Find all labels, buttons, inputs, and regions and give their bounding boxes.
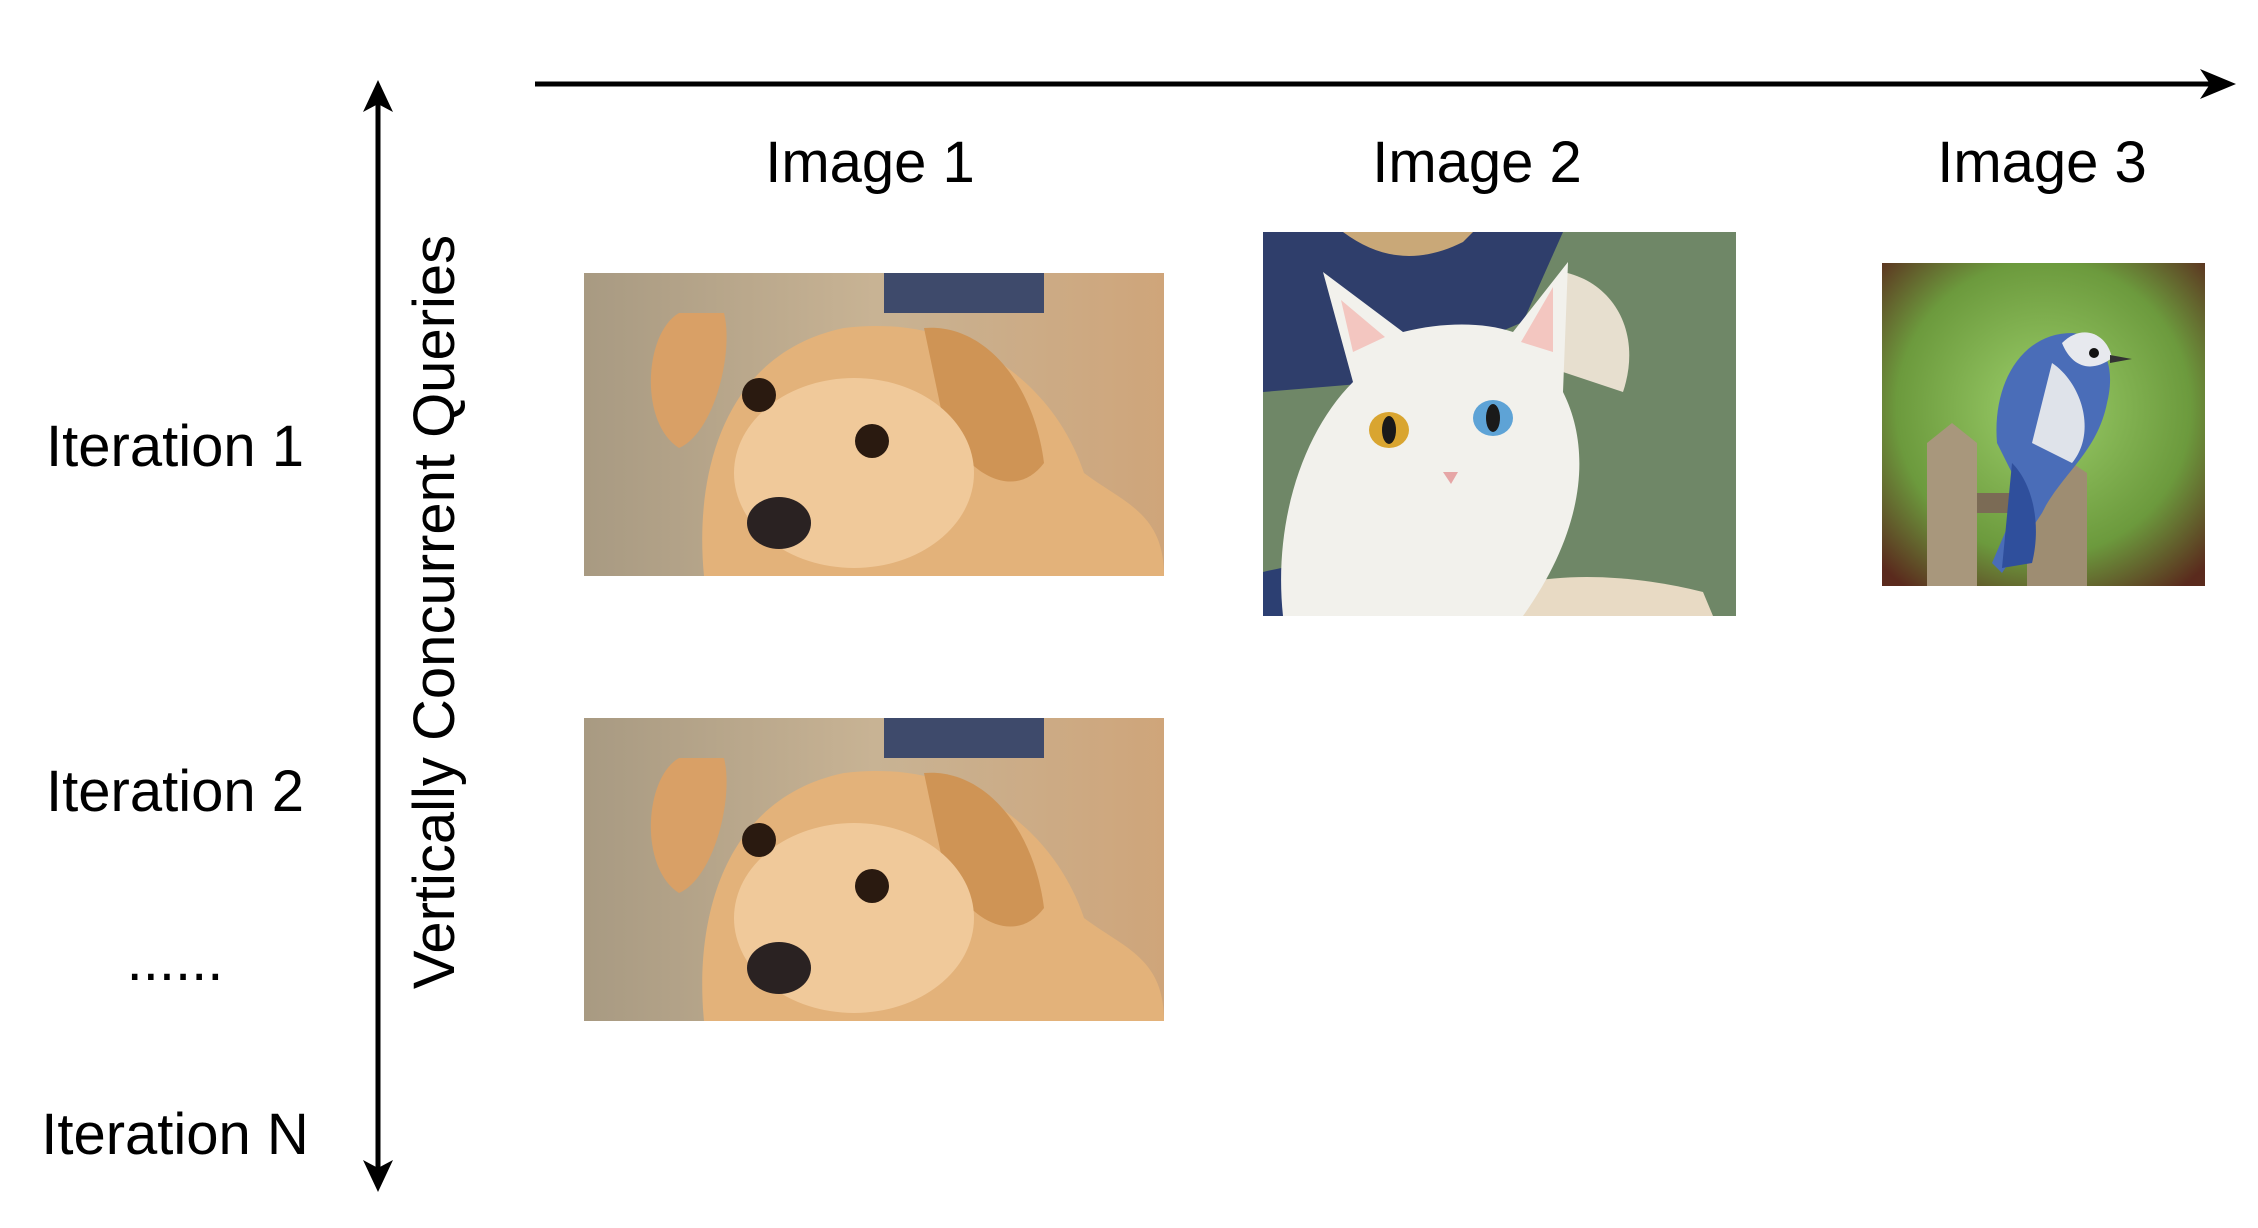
vertical-double-arrow-icon	[363, 80, 393, 1192]
row-label-iteration-1: Iteration 1	[46, 414, 304, 479]
puppy-image-iteration-2	[584, 718, 1164, 1021]
vertical-axis-label: Vertically Concurrent Queries	[402, 234, 467, 990]
horizontal-arrow-icon	[535, 69, 2236, 99]
column-label-image-2: Image 2	[1372, 130, 1582, 195]
puppy-image-iteration-1	[584, 273, 1164, 576]
bluejay-image-iteration-1	[1882, 263, 2205, 586]
column-label-image-3: Image 3	[1937, 130, 2147, 195]
row-label-ellipsis: ......	[126, 928, 224, 993]
cat-image-iteration-1	[1263, 232, 1736, 616]
row-label-iteration-2: Iteration 2	[46, 759, 304, 824]
column-label-image-1: Image 1	[765, 130, 975, 195]
row-label-iteration-n: Iteration N	[41, 1102, 309, 1167]
